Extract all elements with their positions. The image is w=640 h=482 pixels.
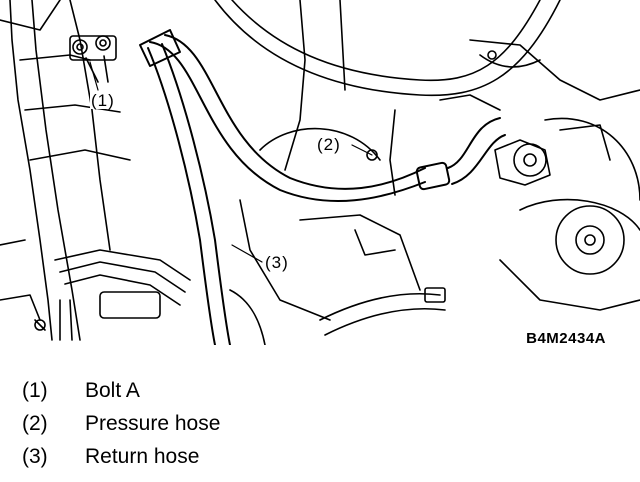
legend-label: Return hose bbox=[85, 444, 200, 468]
legend-number: (3) bbox=[22, 444, 48, 468]
legend-label: Bolt A bbox=[85, 378, 140, 402]
bolt-a-pair bbox=[69, 35, 117, 83]
callout-1: (1) bbox=[90, 91, 116, 110]
lower-pipes bbox=[54, 249, 446, 346]
legend-number: (2) bbox=[22, 411, 48, 435]
legend: (1) Bolt A (2) Pressure hose (3) Return … bbox=[22, 374, 220, 473]
leader-lines bbox=[89, 61, 373, 263]
left-body-panel bbox=[0, 0, 131, 341]
engine-block bbox=[214, 0, 561, 321]
callout-2: (2) bbox=[316, 135, 342, 154]
return-hose bbox=[139, 29, 231, 346]
legend-label: Pressure hose bbox=[85, 411, 221, 435]
legend-item: (2) Pressure hose bbox=[22, 407, 220, 440]
figure-code: B4M2434A bbox=[526, 330, 606, 347]
legend-number: (1) bbox=[22, 378, 48, 402]
legend-item: (3) Return hose bbox=[22, 440, 220, 473]
power-steering-pump bbox=[439, 39, 640, 311]
legend-item: (1) Bolt A bbox=[22, 374, 220, 407]
engine-bay-illustration: (1) (2) (3) B4M2434A bbox=[0, 0, 640, 347]
pressure-hose bbox=[149, 34, 506, 203]
callout-3: (3) bbox=[264, 253, 290, 272]
